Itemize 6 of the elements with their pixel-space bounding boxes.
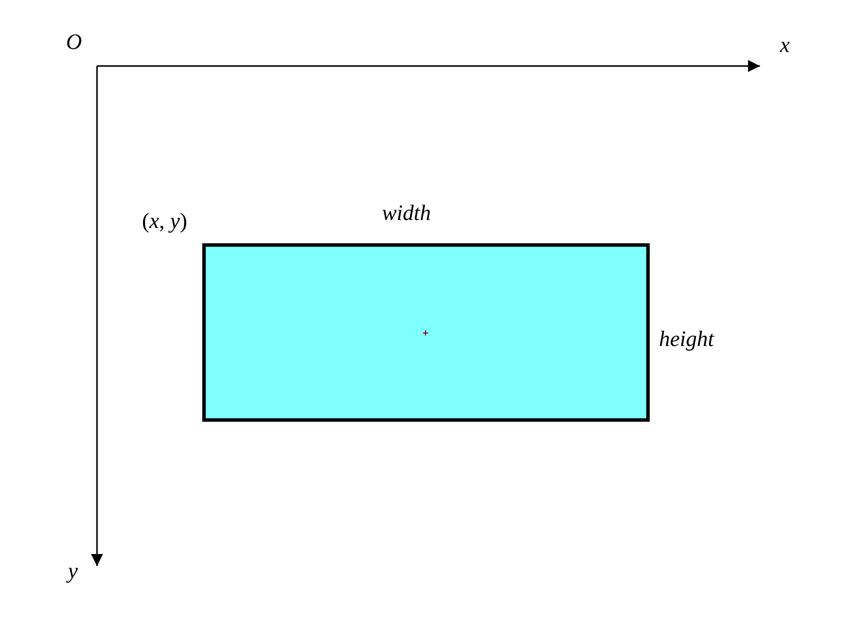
dimension-label: height — [659, 328, 714, 350]
axis-label: x — [780, 34, 790, 56]
origin-label: O — [66, 31, 82, 53]
coordinate-label: (x, y) — [142, 210, 188, 232]
dimension-label: width — [382, 202, 431, 224]
axis-label: y — [68, 560, 78, 582]
